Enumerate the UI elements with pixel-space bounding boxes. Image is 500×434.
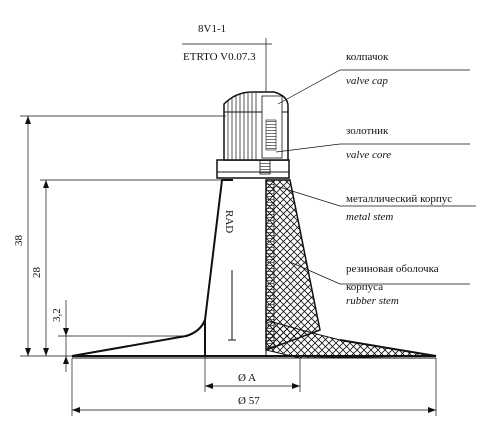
dimension-28: 28 — [31, 179, 226, 356]
callout-core-en: valve core — [346, 149, 391, 161]
stem-marking-text: RAD — [223, 210, 235, 233]
callout-core-ru: золотник — [346, 125, 389, 137]
dimension-38: 38 — [13, 115, 226, 356]
callout-metal-ru: металлический корпус — [346, 193, 452, 205]
dim-28-text: 28 — [31, 267, 43, 279]
callout-rubber-ru2: корпуса — [346, 281, 383, 293]
callout-cap-ru: колпачок — [346, 51, 389, 63]
callout-rubber-en: rubber stem — [346, 295, 399, 307]
dimension-diameter-a: Ø A — [204, 340, 301, 392]
callout-metal-stem: металлический корпус metal stem — [346, 193, 452, 223]
callout-metal-en: metal stem — [346, 211, 393, 223]
valve-cap — [223, 91, 289, 161]
callout-rubber-stem: резиновая оболочка корпуса rubber stem — [346, 263, 439, 307]
standard-code-text: 8V1-1 — [198, 23, 226, 35]
callout-cap-en: valve cap — [346, 75, 388, 87]
standard-label: 8V1-1 ETRTO V0.07.3 — [182, 23, 272, 100]
dim-3-2-text: 3,2 — [51, 308, 63, 322]
etrto-code-text: ETRTO V0.07.3 — [183, 51, 256, 63]
dim-diameter-a-text: Ø A — [238, 372, 256, 384]
dimension-3-2: 3,2 — [20, 300, 186, 372]
callout-cap: колпачок valve cap — [346, 51, 389, 87]
dim-diameter-57-text: Ø 57 — [238, 395, 260, 407]
callout-core: золотник valve core — [346, 125, 391, 161]
dimension-diameter-57: Ø 57 — [71, 358, 437, 416]
callout-rubber-ru: резиновая оболочка — [346, 263, 439, 275]
callout-leaders — [275, 69, 476, 285]
stem-body: RAD — [185, 179, 321, 356]
rubber-base — [71, 319, 437, 359]
dim-38-text: 38 — [13, 235, 25, 247]
